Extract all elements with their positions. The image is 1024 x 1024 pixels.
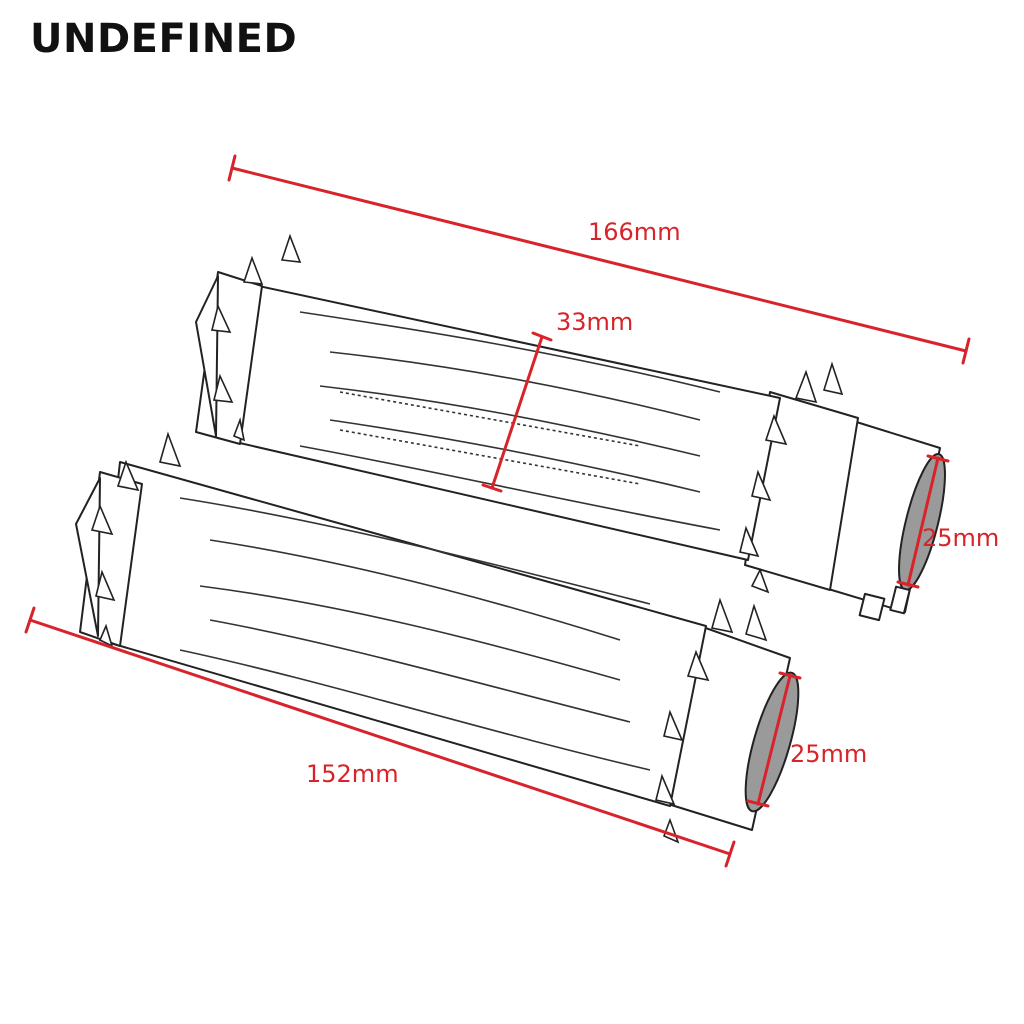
bottom-grip	[75, 431, 800, 844]
bottom-length-label: 152mm	[306, 760, 399, 788]
top-end-diameter-dimension-line	[896, 454, 950, 589]
grip-diameter-label: 33mm	[556, 308, 633, 336]
bottom-end-diameter-label: 25mm	[790, 740, 867, 768]
top-length-dimension-line	[227, 154, 971, 365]
brand-title: UNDEFINED	[30, 16, 298, 62]
top-end-diameter-label: 25mm	[922, 524, 999, 552]
dimension-lines	[24, 154, 971, 868]
top-grip	[195, 233, 946, 622]
bottom-end-diameter-dimension-line	[746, 671, 802, 808]
top-length-label: 166mm	[588, 218, 681, 246]
grip-diameter-dimension-line	[481, 331, 553, 493]
bottom-length-dimension-line	[24, 606, 736, 868]
